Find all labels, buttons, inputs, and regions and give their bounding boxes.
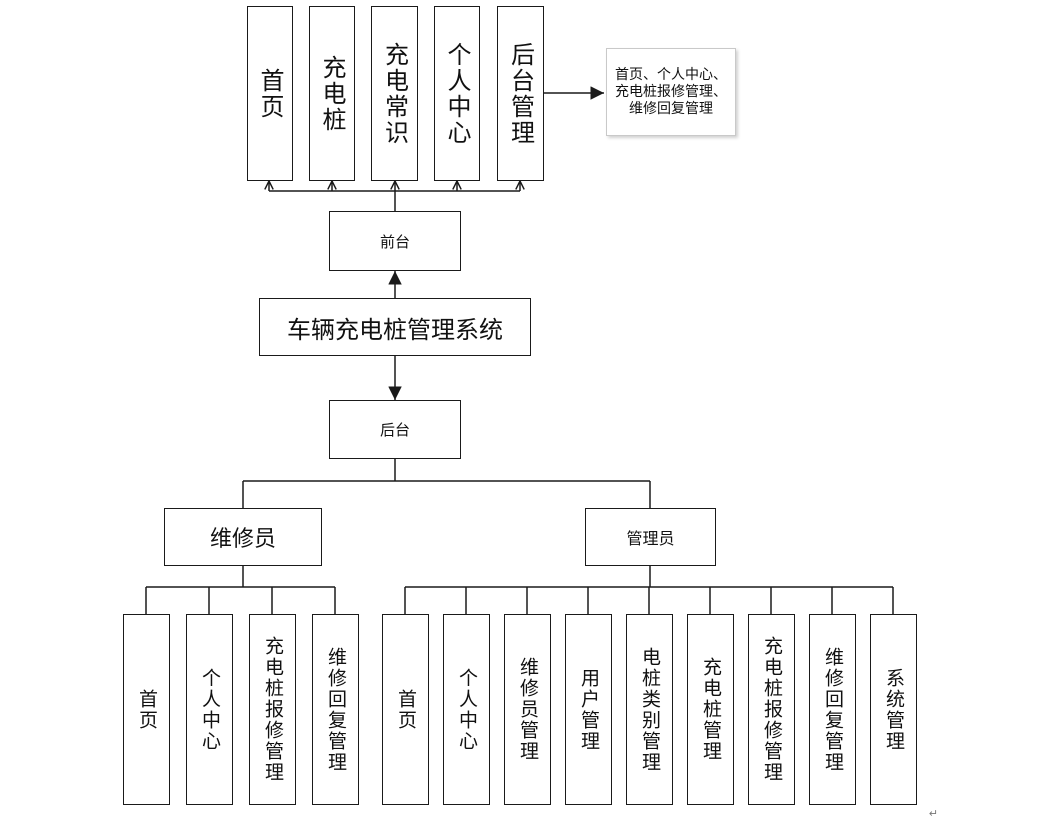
repairman-item-repair-reply: 维修回复管理 [312, 614, 359, 805]
front-item-personal-center: 个人中心 [434, 6, 480, 181]
admin-item-personal-center: 个人中心 [443, 614, 490, 805]
repairman-item-label: 首页 [136, 688, 158, 731]
root-label: 车辆充电桩管理系统 [287, 315, 503, 344]
admin-item-repair-report: 充电桩报修管理 [748, 614, 795, 805]
front-item-backend-manage: 后台管理 [497, 6, 544, 181]
root-node: 车辆充电桩管理系统 [259, 298, 531, 356]
admin-item-user-manage: 用户管理 [565, 614, 612, 805]
admin-node: 管理员 [585, 508, 716, 566]
repairman-item-label: 充电桩报修管理 [262, 636, 284, 783]
front-item-label: 充电桩 [318, 54, 346, 133]
repairman-item-label: 维修回复管理 [325, 646, 347, 773]
admin-label: 管理员 [626, 529, 675, 548]
back-node: 后台 [329, 400, 461, 459]
admin-item-charging-pile-manage: 充电桩管理 [687, 614, 734, 805]
repairman-item-label: 个人中心 [199, 667, 221, 752]
admin-item-label: 维修回复管理 [822, 646, 844, 773]
note-text: 首页、个人中心、充电桩报修管理、维修回复管理 [615, 66, 727, 117]
paragraph-mark: ↵ [928, 807, 938, 820]
admin-item-label: 个人中心 [456, 667, 478, 752]
admin-item-repairman-manage: 维修员管理 [504, 614, 551, 805]
admin-item-label: 首页 [395, 688, 417, 731]
backend-manage-note: 首页、个人中心、充电桩报修管理、维修回复管理 [606, 48, 736, 136]
admin-item-pile-category-manage: 电桩类别管理 [626, 614, 673, 805]
back-label: 后台 [379, 421, 410, 439]
repairman-item-home: 首页 [123, 614, 170, 805]
front-label: 前台 [379, 232, 410, 251]
admin-item-label: 充电桩报修管理 [761, 636, 783, 783]
admin-item-system-manage: 系统管理 [870, 614, 917, 805]
front-item-label: 个人中心 [443, 41, 471, 146]
admin-item-home: 首页 [382, 614, 429, 805]
admin-item-repair-reply: 维修回复管理 [809, 614, 856, 805]
front-node: 前台 [329, 211, 461, 271]
admin-item-label: 系统管理 [883, 667, 905, 752]
repairman-label: 维修员 [209, 527, 276, 552]
admin-item-label: 维修员管理 [517, 657, 539, 762]
admin-item-label: 充电桩管理 [700, 657, 722, 762]
repairman-item-personal-center: 个人中心 [186, 614, 233, 805]
front-item-home: 首页 [247, 6, 293, 181]
admin-item-label: 用户管理 [578, 667, 600, 752]
front-item-label: 充电常识 [380, 41, 409, 146]
admin-item-label: 电桩类别管理 [639, 646, 661, 773]
repairman-item-repair-report: 充电桩报修管理 [249, 614, 296, 805]
front-item-label: 首页 [256, 67, 284, 120]
front-item-charging-pile: 充电桩 [309, 6, 355, 181]
repairman-node: 维修员 [164, 508, 322, 566]
front-item-label: 后台管理 [506, 41, 535, 146]
front-item-charging-knowledge: 充电常识 [371, 6, 418, 181]
